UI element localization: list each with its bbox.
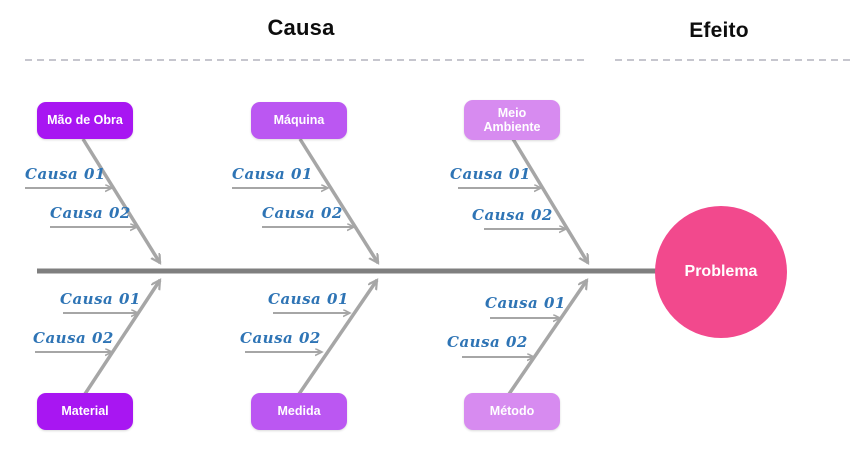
effect-section-title: Efeito bbox=[689, 19, 749, 42]
category-box-mao-de-obra[interactable]: Mão de Obra bbox=[37, 102, 133, 139]
effect-circle-problema[interactable]: Problema bbox=[655, 206, 787, 338]
category-box-material[interactable]: Material bbox=[37, 393, 133, 430]
bone-top-middle bbox=[298, 138, 380, 263]
effect-label: Problema bbox=[684, 263, 758, 280]
cause-label-bottom-right-1: Causa 01 bbox=[485, 294, 566, 312]
cause-label-top-middle-2: Causa 02 bbox=[262, 204, 343, 222]
bone-top-right bbox=[511, 138, 590, 263]
category-box-meio-ambiente[interactable]: Meio Ambiente bbox=[464, 100, 560, 140]
cause-label-bottom-right-2: Causa 02 bbox=[447, 333, 528, 351]
cause-label-top-left-1: Causa 01 bbox=[25, 165, 106, 183]
category-box-maquina[interactable]: Máquina bbox=[251, 102, 347, 139]
cause-label-top-right-1: Causa 01 bbox=[450, 165, 531, 183]
cause-label-top-right-2: Causa 02 bbox=[472, 206, 553, 224]
bone-top-left bbox=[81, 138, 162, 263]
cause-label-top-left-2: Causa 02 bbox=[50, 204, 131, 222]
bone-bottom-middle bbox=[295, 280, 379, 398]
cause-label-bottom-middle-2: Causa 02 bbox=[240, 329, 321, 347]
cause-label-bottom-middle-1: Causa 01 bbox=[268, 290, 349, 308]
cause-label-bottom-left-2: Causa 02 bbox=[33, 329, 114, 347]
bone-bottom-right bbox=[505, 280, 589, 398]
cause-section-title: Causa bbox=[267, 15, 335, 40]
cause-label-bottom-left-1: Causa 01 bbox=[60, 290, 141, 308]
cause-label-top-middle-1: Causa 01 bbox=[232, 165, 313, 183]
category-box-metodo[interactable]: Método bbox=[464, 393, 560, 430]
bone-bottom-left bbox=[81, 280, 162, 398]
category-box-medida[interactable]: Medida bbox=[251, 393, 347, 430]
